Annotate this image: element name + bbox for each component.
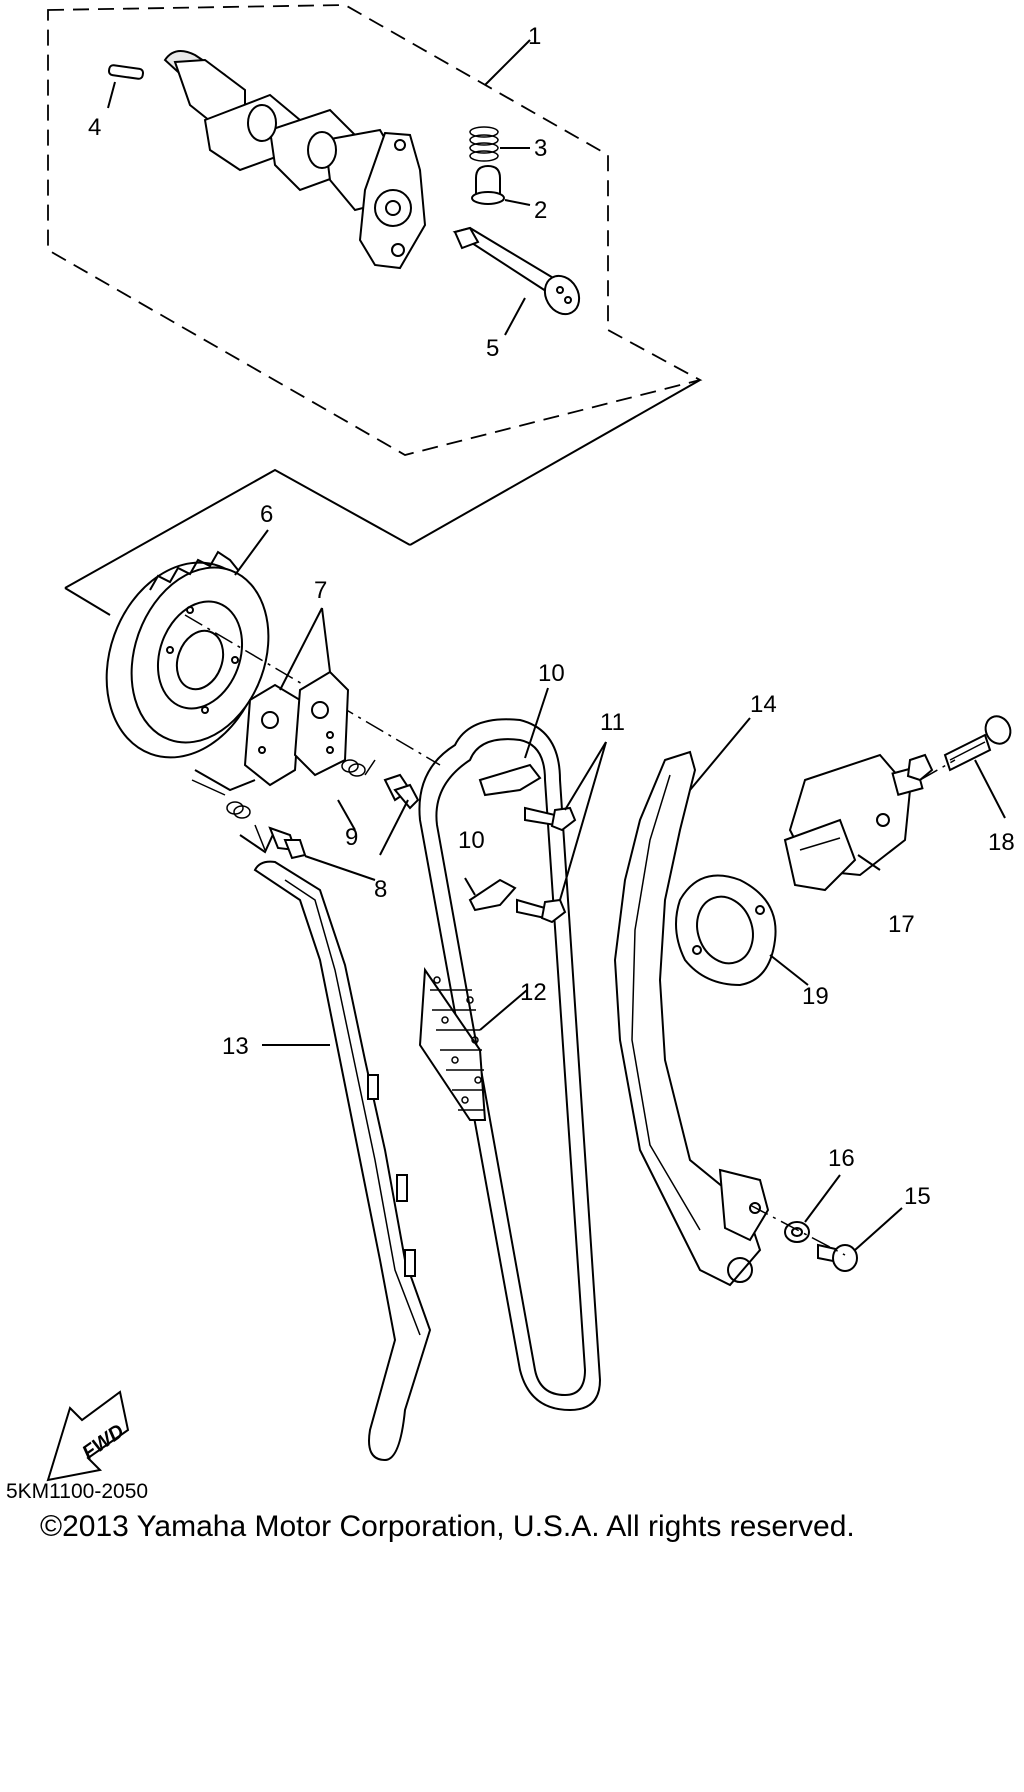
spring-small-part bbox=[191, 759, 376, 851]
part-label-10a: 10 bbox=[538, 660, 565, 687]
part-label-15: 15 bbox=[904, 1183, 931, 1210]
cam-chain-part bbox=[418, 718, 602, 1412]
pin-part bbox=[107, 64, 145, 80]
part-label-12: 12 bbox=[520, 979, 547, 1006]
leader-lines bbox=[107, 39, 1006, 1251]
chain-guide-intake-part bbox=[613, 750, 770, 1287]
part-label-4: 4 bbox=[88, 114, 101, 141]
decompression-shaft-part bbox=[452, 226, 581, 316]
bolt-part bbox=[268, 773, 420, 860]
tensioner-bolt-part bbox=[943, 715, 1012, 772]
spring-part bbox=[469, 126, 499, 162]
cam-chain-tensioner-part bbox=[783, 753, 934, 892]
gasket-part bbox=[675, 874, 777, 987]
part-label-5: 5 bbox=[486, 335, 499, 362]
part-label-8: 8 bbox=[374, 876, 387, 903]
camshaft-part bbox=[163, 50, 427, 270]
fwd-arrow-icon: FWD bbox=[46, 1390, 130, 1482]
chain-guide-stopper-part bbox=[468, 763, 542, 912]
part-label-6: 6 bbox=[260, 501, 273, 528]
plunger-part bbox=[471, 164, 505, 205]
part-label-11: 11 bbox=[600, 709, 625, 736]
part-label-2: 2 bbox=[534, 197, 547, 224]
part-label-10b: 10 bbox=[458, 827, 485, 854]
part-label-7: 7 bbox=[314, 577, 327, 604]
part-label-14: 14 bbox=[750, 691, 777, 718]
part-label-13: 13 bbox=[222, 1033, 249, 1060]
copyright-notice: ©2013 Yamaha Motor Corporation, U.S.A. A… bbox=[40, 1510, 855, 1543]
part-label-18: 18 bbox=[988, 829, 1015, 856]
part-label-1: 1 bbox=[528, 23, 541, 50]
part-label-17: 17 bbox=[888, 911, 915, 938]
part-label-19: 19 bbox=[802, 983, 829, 1010]
decompression-plate-part bbox=[243, 670, 350, 787]
part-label-16: 16 bbox=[828, 1145, 855, 1172]
diagram-code: 5KM1100-2050 bbox=[6, 1480, 149, 1503]
part-label-3: 3 bbox=[534, 135, 547, 162]
pivot-bolt-part bbox=[817, 1243, 858, 1272]
cam-sprocket-part bbox=[105, 550, 270, 759]
guide-bolt-part bbox=[516, 806, 577, 924]
gear-group-outline bbox=[64, 468, 411, 589]
assembly-group-outline bbox=[47, 4, 703, 456]
chain-guide-exhaust-part bbox=[253, 860, 432, 1462]
part-label-9: 9 bbox=[345, 824, 358, 851]
